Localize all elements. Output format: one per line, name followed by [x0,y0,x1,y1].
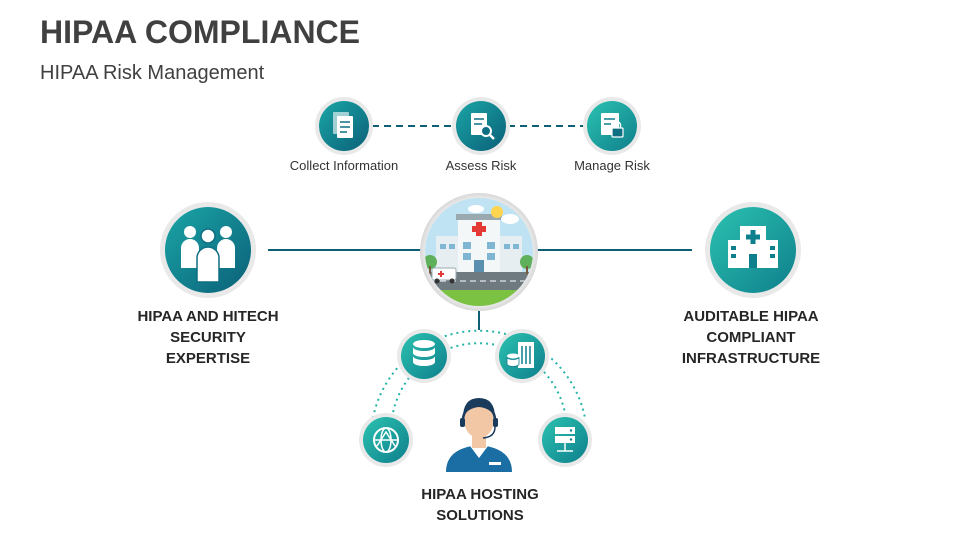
bottom-node-line-2: SOLUTIONS [436,507,524,524]
document-search-icon [452,97,510,155]
support-agent-icon [446,398,512,472]
left-node-line-1: HIPAA AND HITECH [137,308,279,325]
orbit-arc-inner [391,342,567,419]
team-icon [160,202,256,298]
right-node-line-2: COMPLIANT [706,329,796,346]
hospital-illustration [420,193,538,311]
bottom-node-line-1: HIPAA HOSTING [421,486,539,503]
page-subtitle: HIPAA Risk Management [40,62,265,84]
orbit-arc-outer [372,329,586,419]
left-node-line-2: SECURITY [170,329,246,346]
globe-network-icon [359,413,413,467]
step-label-manage-risk: Manage Risk [574,158,650,173]
right-node-line-1: AUDITABLE HIPAA [683,308,819,325]
right-node-line-3: INFRASTRUCTURE [681,350,821,367]
left-node-line-3: EXPERTISE [165,350,251,367]
bottom-node-label: HIPAA HOSTING SOLUTIONS [390,484,570,526]
right-node-label: AUDITABLE HIPAA COMPLIANT INFRASTRUCTURE [660,306,842,369]
page-title: HIPAA COMPLIANCE [40,14,360,50]
step-label-assess-risk: Assess Risk [445,158,517,173]
server-rack-icon [538,413,592,467]
step-label-collect-information: Collect Information [289,158,399,173]
documents-icon [315,97,373,155]
database-icon [397,329,451,383]
document-lock-icon [583,97,641,155]
data-center-icon [495,329,549,383]
left-node-label: HIPAA AND HITECH SECURITY EXPERTISE [118,306,298,369]
hospital-building-icon [705,202,801,298]
